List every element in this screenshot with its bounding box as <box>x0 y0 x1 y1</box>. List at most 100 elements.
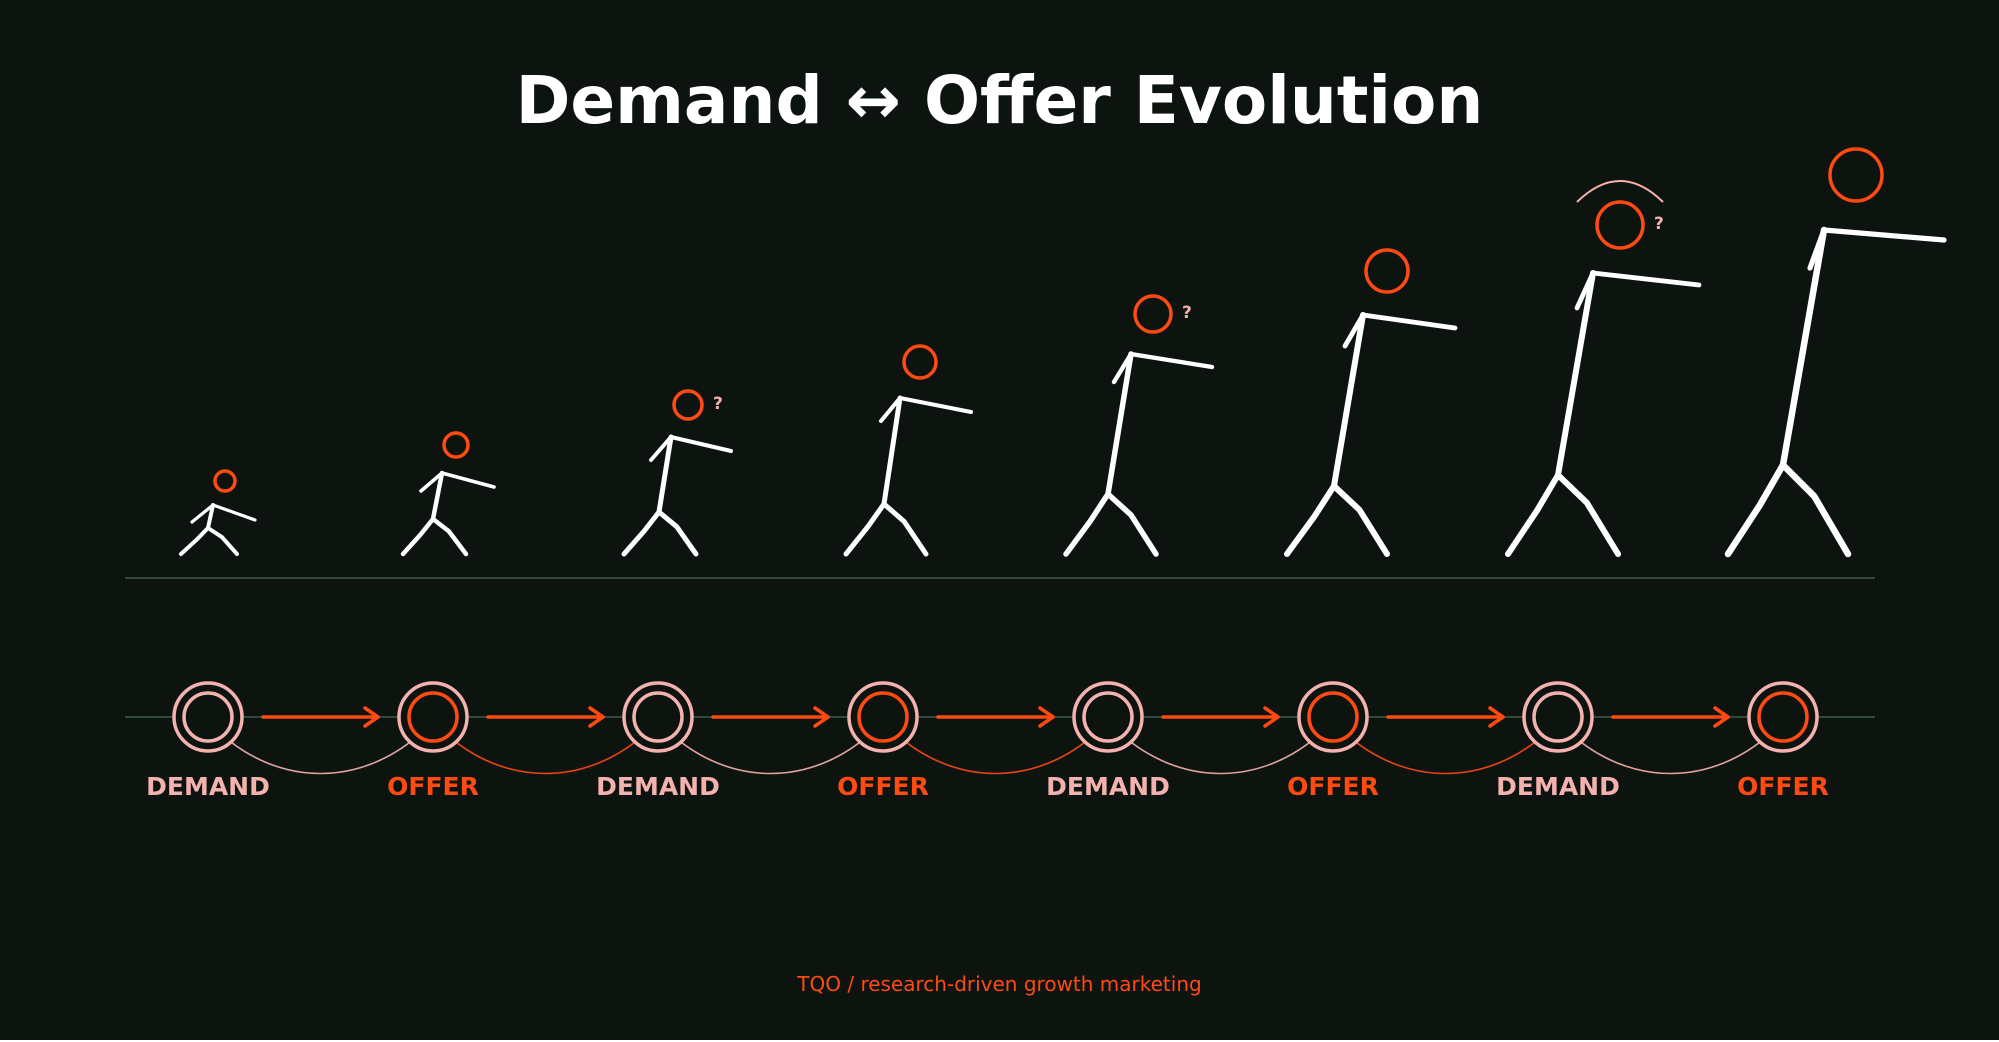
stick-figure: ? <box>1505 180 1702 557</box>
figure-body <box>1331 312 1366 489</box>
arrow-head <box>588 706 605 728</box>
stage-label: OFFER <box>387 772 479 801</box>
figure-right-leg <box>430 516 469 557</box>
figure-reaching-arm <box>1360 312 1458 331</box>
diagram-title: Demand ↔ Offer Evolution <box>516 62 1484 139</box>
node-inner-ring <box>1757 691 1809 743</box>
figure-left-leg <box>843 501 887 557</box>
figure-right-leg <box>1105 491 1159 557</box>
thought-arc <box>1576 180 1664 203</box>
demand-node <box>1072 681 1144 753</box>
arrow-head <box>1713 706 1730 728</box>
stage-label: OFFER <box>837 772 929 801</box>
figure-left-leg <box>1505 472 1561 557</box>
node-inner-ring <box>857 691 909 743</box>
offer-node <box>397 681 469 753</box>
stage-label: DEMAND <box>1496 772 1620 801</box>
figure-back-arm <box>419 471 444 493</box>
figure-reaching-arm <box>669 435 733 453</box>
figure-body <box>656 434 674 515</box>
arrow-head <box>1263 706 1280 728</box>
figure-body <box>1779 226 1828 469</box>
figure-reaching-arm <box>1590 270 1702 288</box>
question-mark: ? <box>1182 303 1192 323</box>
figure-reaching-arm <box>211 503 257 522</box>
figure-left-leg <box>621 509 662 557</box>
figure-left-leg <box>400 516 436 557</box>
node-inner-ring <box>1532 691 1584 743</box>
figure-back-arm <box>1807 227 1827 271</box>
figure-left-leg <box>179 526 210 556</box>
figure-head <box>902 344 938 380</box>
figure-reaching-arm <box>440 471 496 489</box>
figure-right-leg <box>1779 461 1852 558</box>
figure-head <box>1828 147 1884 203</box>
figure-body <box>881 395 903 507</box>
offer-node <box>1297 681 1369 753</box>
figure-body <box>1555 270 1596 478</box>
figure-body <box>1105 351 1134 497</box>
figure-head <box>1133 294 1173 334</box>
figure-right-leg <box>881 501 929 557</box>
loop-curve <box>669 732 872 775</box>
node-inner-ring <box>1307 691 1359 743</box>
figure-back-arm <box>1111 351 1134 385</box>
figure-reaching-arm <box>898 396 973 414</box>
demand-node <box>1522 681 1594 753</box>
loop-curve <box>1569 732 1772 775</box>
figure-back-arm <box>649 435 673 462</box>
stick-figure <box>400 431 496 557</box>
loop-curve <box>444 732 647 775</box>
figure-back-arm <box>190 503 215 524</box>
stage-label: OFFER <box>1737 772 1829 801</box>
offer-node <box>847 681 919 753</box>
loop-curve <box>894 732 1097 775</box>
node-inner-ring <box>632 691 684 743</box>
stick-figure <box>843 344 973 557</box>
loop-curve <box>1344 732 1547 775</box>
figure-left-leg <box>1063 491 1111 557</box>
question-mark: ? <box>713 394 723 414</box>
arrow-head <box>1488 706 1505 728</box>
figure-right-leg <box>206 526 239 556</box>
stick-figure: ? <box>1063 294 1215 557</box>
loop-curve <box>1119 732 1322 775</box>
arrow-head <box>1038 706 1055 728</box>
stage-label: OFFER <box>1287 772 1379 801</box>
figure-head <box>1595 200 1645 250</box>
figure-reaching-arm <box>1821 227 1947 243</box>
figure-back-arm <box>879 396 902 423</box>
node-inner-ring <box>182 691 234 743</box>
timeline-arrows <box>261 706 1730 728</box>
figure-head <box>1364 248 1410 294</box>
figures-row: ??? <box>179 147 1947 558</box>
stage-labels: DEMAND OFFER DEMAND OFFER DEMAND OFFER DEMAND O… <box>146 772 1829 801</box>
node-inner-ring <box>407 691 459 743</box>
stage-label: DEMAND <box>1046 772 1170 801</box>
figure-reaching-arm <box>1128 351 1215 370</box>
figure-back-arm <box>1342 312 1366 349</box>
timeline-nodes <box>172 681 1819 753</box>
arrow-head <box>363 706 380 728</box>
figure-right-leg <box>1555 472 1621 557</box>
stick-figure <box>179 469 257 556</box>
footer-credit: TQO / research-driven growth marketing <box>796 972 1201 996</box>
loop-curve <box>219 732 422 775</box>
demand-node <box>172 681 244 753</box>
figure-right-leg <box>656 509 699 557</box>
figure-left-leg <box>1724 461 1787 558</box>
arrow-head <box>813 706 830 728</box>
figure-head <box>672 389 704 421</box>
figure-head <box>442 431 470 459</box>
figure-right-leg <box>1331 483 1390 557</box>
feedback-loops <box>219 732 1772 775</box>
node-inner-ring <box>1082 691 1134 743</box>
stick-figure <box>1724 147 1947 558</box>
stage-label: DEMAND <box>146 772 270 801</box>
figure-back-arm <box>1574 270 1596 311</box>
figure-left-leg <box>1284 483 1337 557</box>
figure-head <box>213 469 237 493</box>
stage-label: DEMAND <box>596 772 720 801</box>
